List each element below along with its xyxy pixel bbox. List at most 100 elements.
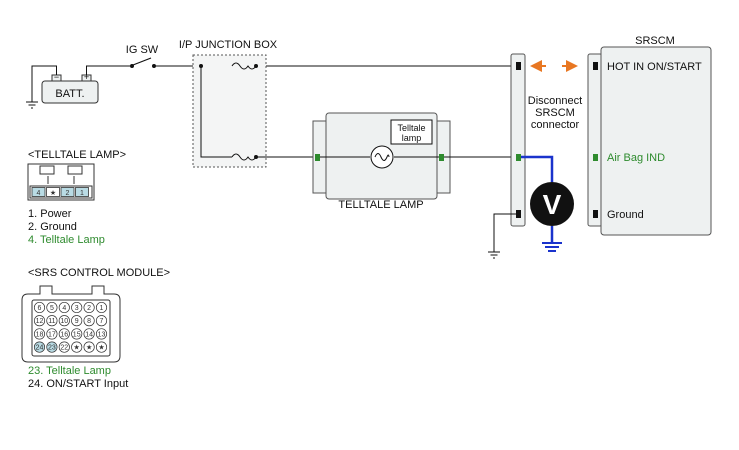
- connector-pin: [33, 328, 46, 340]
- connector-pin: [33, 301, 46, 314]
- connector-pin: [46, 315, 58, 327]
- connector-pin: [46, 341, 58, 353]
- connector-pin: [75, 187, 89, 197]
- connector-pin: [31, 187, 46, 197]
- srscm-pin-hot: [593, 62, 598, 70]
- connector-pin-label: 14: [85, 331, 93, 338]
- connector-pin-label: 1: [80, 190, 84, 197]
- telltale-connector-pins: 4 ★ 2 1: [31, 187, 89, 197]
- connector-pin: [95, 301, 108, 314]
- switch-icon: [130, 57, 156, 68]
- ig-switch-label: IG SW: [126, 44, 159, 56]
- battery-ground-icon: [26, 65, 57, 109]
- disconnect-label-2: SRSCM: [535, 107, 575, 119]
- fuse-icon: [231, 153, 257, 161]
- connector-pin-label: 13: [98, 331, 106, 338]
- harness-ground-icon: [488, 213, 516, 259]
- connector-pin-ground: [516, 210, 521, 218]
- lamp-terminal-right: [439, 154, 444, 161]
- connector-pin-label: 1: [100, 305, 104, 312]
- connector-pin-label: 23: [48, 345, 56, 352]
- connector-pin: [58, 341, 70, 353]
- legend-item: 2. Ground: [28, 221, 77, 233]
- connector-pin: [83, 341, 95, 353]
- connector-pin-label: 4: [62, 305, 66, 312]
- connector-pin: [83, 315, 95, 327]
- connector-pin: [58, 315, 70, 327]
- connector-pin-label: 7: [100, 318, 104, 325]
- lamp-terminal-left: [315, 154, 320, 161]
- connector-pin: [83, 328, 95, 340]
- voltmeter-icon[interactable]: V: [530, 182, 574, 226]
- voltmeter-symbol: V: [543, 189, 562, 220]
- connector-pin: [71, 328, 83, 340]
- connector-pin-label: 4: [37, 190, 41, 197]
- connector-pin-label: 18: [36, 331, 44, 338]
- connector-pin: [71, 301, 83, 314]
- connector-pin: [46, 328, 58, 340]
- connector-pin-label: 17: [48, 331, 56, 338]
- battery-minus-sign: −: [54, 72, 59, 82]
- connector-pin-label: 12: [36, 318, 44, 325]
- disconnect-label-1: Disconnect: [528, 95, 582, 107]
- connector-pin: [33, 315, 46, 327]
- srs-legend: 23. Telltale Lamp 24. ON/START Input: [28, 365, 128, 391]
- battery-plus-sign: +: [84, 72, 89, 82]
- connector-pin-label: 10: [60, 318, 68, 325]
- connector-pin: [46, 301, 58, 314]
- telltale-legend: 1. Power 2. Ground 4. Telltale Lamp: [28, 208, 105, 247]
- legend-item: 1. Power: [28, 208, 72, 220]
- connector-pin-label: 15: [73, 331, 81, 338]
- probe-ground-icon: [542, 242, 562, 252]
- connector-pin: [33, 341, 46, 353]
- connector-pin-label: 22: [60, 345, 68, 352]
- connector-pin-hot: [516, 62, 521, 70]
- legend-item: 23. Telltale Lamp: [28, 365, 111, 377]
- power-wire: [86, 65, 516, 75]
- legend-item: 24. ON/START Input: [28, 378, 129, 390]
- connector-pin-label: 11: [48, 318, 55, 325]
- srscm-connector[interactable]: [587, 53, 603, 227]
- connector-pin: [95, 328, 108, 340]
- telltale-connector-title: <TELLTALE LAMP>: [28, 149, 126, 161]
- connector-pin-airbag: [516, 154, 521, 161]
- battery-label: BATT.: [55, 88, 84, 100]
- connector-pin: [60, 187, 75, 197]
- srscm-airbag-label: Air Bag IND: [607, 152, 665, 164]
- connector-pin-label: 3: [75, 305, 79, 312]
- fuse-icon: [231, 62, 257, 70]
- connector-pin-label: 2: [66, 190, 70, 197]
- srscm-label: SRSCM: [635, 35, 675, 47]
- connector-pin: [58, 328, 70, 340]
- disconnect-label-3: connector: [531, 119, 580, 131]
- junction-box-label: I/P JUNCTION BOX: [179, 39, 278, 51]
- telltale-inner-box: [390, 119, 433, 145]
- connector-pin: [95, 315, 108, 327]
- junction-box: [192, 54, 267, 168]
- srs-connector-title: <SRS CONTROL MODULE>: [28, 267, 170, 279]
- probe-wire: [521, 155, 554, 242]
- srscm-pin-ground: [593, 210, 598, 218]
- connector-pin-label: 6: [38, 305, 42, 312]
- harness-connector[interactable]: [510, 53, 526, 227]
- battery: − + BATT.: [41, 72, 99, 104]
- connector-pin-label: 9: [75, 318, 79, 325]
- srscm-ground-label: Ground: [607, 209, 644, 221]
- connector-pin-label: ★: [50, 189, 56, 197]
- srscm-pin-airbag: [593, 154, 598, 161]
- connector-pin: [46, 187, 60, 197]
- srscm-hot-in-label: HOT IN ON/START: [607, 61, 702, 73]
- junction-internal-wiring: [200, 66, 232, 158]
- connector-pin: [58, 301, 70, 314]
- connector-pin-label: 16: [60, 331, 68, 338]
- connector-pin-label: 5: [50, 305, 54, 312]
- bulb-icon: [370, 145, 394, 169]
- connector-pin-label: 8: [87, 318, 91, 325]
- srscm-module: [600, 46, 712, 236]
- connector-pin: [71, 315, 83, 327]
- connector-pin-label: ★: [98, 344, 104, 352]
- connector-pin: [95, 341, 108, 353]
- telltale-lamp-label: TELLTALE LAMP: [338, 199, 423, 211]
- connector-pin-label: ★: [86, 344, 92, 352]
